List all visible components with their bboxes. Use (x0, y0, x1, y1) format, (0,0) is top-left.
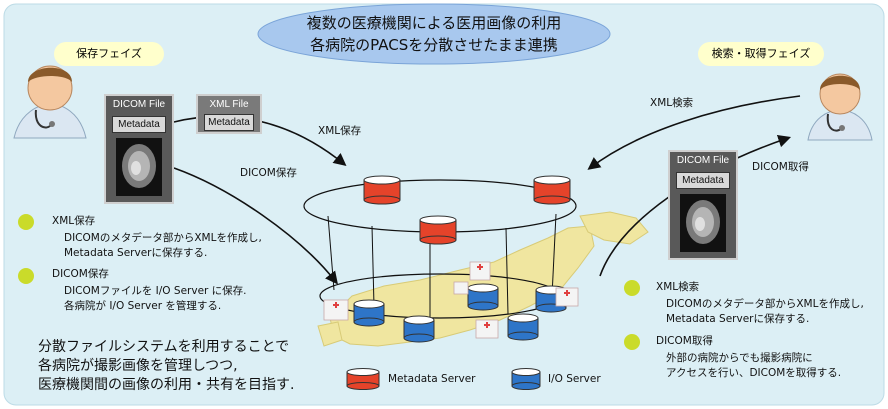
xml-file-label: XML File (209, 99, 249, 110)
right-note-1-line-1: DICOMのメタデータ部からXMLを作成し, (666, 298, 864, 310)
right-note-2-line-1: 外部の病院からでも撮影病院に (666, 352, 813, 364)
left-note-1-head: XML保存 (52, 215, 96, 227)
io-server-icon (403, 315, 435, 343)
bullet-icon (18, 214, 34, 230)
left-note-2-head: DICOM保存 (52, 268, 109, 280)
hospital-cross-icon (333, 264, 570, 328)
summary-line-3: 医療機関間の画像の利用・共有を目指す. (38, 377, 295, 393)
legend-metadata-server-icon (346, 368, 380, 390)
left-note-1-line-1: DICOMのメタデータ部からXMLを作成し, (64, 232, 262, 244)
metadata-label: Metadata (112, 116, 166, 133)
left-note-2-line-1: DICOMファイルを I/O Server に保存. (64, 285, 247, 297)
phase-search-label: 検索・取得フェイズ (698, 42, 824, 66)
title-line-1: 複数の医療機関による医用画像の利用 (306, 14, 562, 32)
dicom-file-card-left: DICOM File Metadata (104, 94, 174, 204)
xml-file-card: XML File Metadata (196, 94, 262, 134)
xml-search-label: XML検索 (650, 97, 694, 109)
left-note-1-line-2: Metadata Serverに保存する. (64, 247, 208, 259)
io-server-icon (467, 283, 499, 311)
doctor-icon (13, 65, 87, 139)
bullet-icon (624, 334, 640, 350)
flow-arrows (173, 95, 801, 285)
legend-metadata-server-label: Metadata Server (388, 373, 476, 385)
summary-line-1: 分散ファイルシステムを利用することで (38, 339, 290, 355)
summary-line-2: 各病院が撮影画像を管理しつつ, (38, 358, 238, 374)
xml-store-label: XML保存 (318, 125, 362, 137)
bullet-icon (624, 280, 640, 296)
doctor-icon (807, 73, 873, 141)
dicom-get-label: DICOM取得 (752, 161, 809, 173)
io-server-icon (353, 299, 385, 327)
right-note-2-head: DICOM取得 (656, 335, 713, 347)
brain-scan-icon (680, 194, 726, 252)
metadata-label: Metadata (204, 114, 254, 131)
right-note-1-line-2: Metadata Serverに保存する. (666, 313, 810, 325)
left-note-2-line-2: 各病院が I/O Server を管理する. (64, 300, 222, 312)
metadata-server-icon (533, 175, 571, 205)
phase-store-label: 保存フェイズ (54, 42, 164, 66)
io-server-icon (507, 313, 539, 341)
legend-io-server-icon (511, 368, 541, 390)
hospital-icon (323, 261, 579, 339)
right-note-2-line-2: アクセスを行い、DICOMを取得する. (666, 367, 842, 379)
dicom-file-label: DICOM File (676, 155, 730, 166)
brain-scan-icon (116, 138, 162, 196)
bullet-icon (18, 268, 34, 284)
dicom-file-label: DICOM File (112, 99, 166, 110)
metadata-label: Metadata (676, 172, 730, 189)
right-note-1-head: XML検索 (656, 281, 700, 293)
title-ellipse (257, 3, 611, 65)
metadata-server-icon (419, 215, 457, 245)
xml-search-arrow (587, 95, 801, 170)
title-line-2: 各病院のPACSを分散させたまま連携 (310, 36, 558, 54)
dicom-store-label: DICOM保存 (240, 167, 297, 179)
dicom-file-card-right: DICOM File Metadata (668, 150, 738, 260)
dicom-store-arrow (173, 167, 338, 285)
legend-io-server-label: I/O Server (548, 373, 601, 385)
metadata-server-icon (363, 175, 401, 205)
